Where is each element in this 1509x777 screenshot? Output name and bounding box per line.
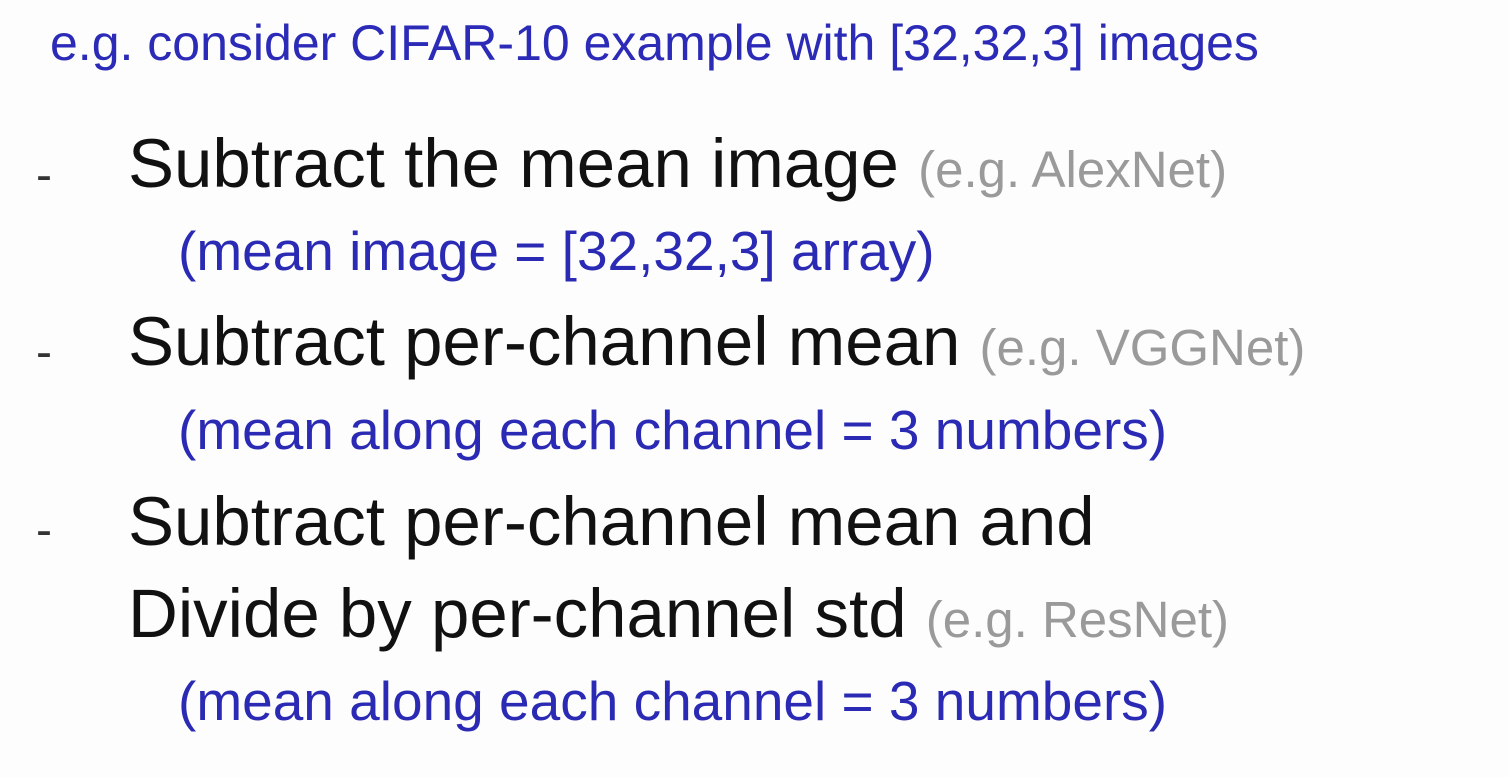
bullet-3-example: (e.g. ResNet) [925,591,1230,648]
bullet-2-example: (e.g. VGGNet) [979,319,1306,376]
bullet-3-text-line-2: Divide by per-channel std [128,575,907,652]
bullet-1-example: (e.g. AlexNet) [918,141,1228,198]
bullet-marker-1: - [36,149,52,202]
bullet-marker-2: - [36,326,52,379]
bullet-1-line: Subtract the mean image (e.g. AlexNet) [128,124,1227,203]
bullet-2-text: Subtract per-channel mean [128,303,961,380]
bullet-2-detail: (mean along each channel = 3 numbers) [178,399,1168,461]
bullet-2-line: Subtract per-channel mean (e.g. VGGNet) [128,302,1305,381]
bullet-3-line-1: Subtract per-channel mean and [128,483,1095,560]
bullet-3-detail: (mean along each channel = 3 numbers) [178,670,1168,732]
slide-heading: e.g. consider CIFAR-10 example with [32,… [50,15,1259,71]
bullet-marker-3: - [36,504,52,557]
bullet-3-line-2: Divide by per-channel std (e.g. ResNet) [128,574,1229,653]
bullet-1-text: Subtract the mean image [128,125,899,202]
bullet-1-detail: (mean image = [32,32,3] array) [178,220,935,282]
